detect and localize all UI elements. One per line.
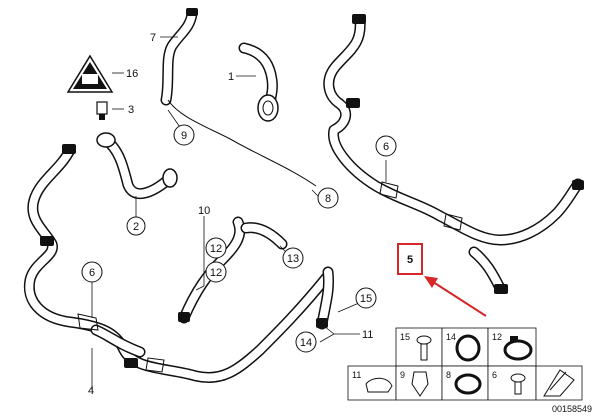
callout-2: 2	[126, 216, 146, 236]
label-16: 16	[126, 68, 138, 80]
highlight-box-5: 5	[397, 243, 423, 275]
diagram-number: 00158549	[552, 404, 592, 414]
expander-9-icon	[411, 371, 429, 397]
legend-label-15: 15	[400, 332, 410, 342]
callout-6-left: 6	[81, 261, 103, 283]
svg-text:12: 12	[210, 243, 222, 255]
svg-text:6: 6	[383, 141, 389, 153]
clamp-12-icon	[503, 336, 533, 361]
callout-6-right: 6	[375, 135, 397, 157]
bolt-15-icon	[416, 335, 432, 361]
label-1: 1	[228, 71, 234, 83]
legend-label-12: 12	[492, 332, 502, 342]
hose-11	[178, 216, 246, 324]
legend-label-6: 6	[492, 370, 497, 380]
hose-2	[96, 132, 178, 200]
leader-lines	[91, 36, 387, 390]
clip-11-icon	[365, 377, 393, 393]
hose-15	[316, 266, 334, 330]
label-3: 3	[128, 104, 134, 116]
callout-15: 15	[355, 287, 377, 309]
svg-text:6: 6	[89, 267, 95, 279]
red-arrow	[424, 276, 487, 317]
legend-label-14: 14	[446, 332, 456, 342]
callout-11b: 12	[205, 261, 227, 283]
hose-1	[238, 42, 279, 122]
callout-8: 8	[317, 187, 339, 209]
legend-label-8: 8	[446, 370, 451, 380]
oring-14-icon	[455, 334, 481, 362]
hose-5	[323, 14, 584, 294]
legend-label-9: 9	[400, 370, 405, 380]
label-4: 4	[88, 385, 94, 397]
svg-text:9: 9	[181, 130, 187, 142]
callout-14: 14	[295, 331, 317, 353]
hose-7	[160, 8, 317, 187]
fastener-arrow-icon	[543, 369, 575, 397]
svg-text:15: 15	[360, 293, 372, 305]
label-13: 11	[362, 329, 373, 341]
svg-text:12: 12	[210, 267, 222, 279]
parts-legend: 15 14 12 11 9 8 6	[347, 327, 583, 401]
hose-4	[23, 144, 332, 383]
svg-text:8: 8	[325, 193, 331, 205]
callout-9: 9	[173, 124, 195, 146]
callout-12: 13	[282, 247, 304, 269]
label-7: 7	[150, 32, 156, 44]
clamp-8-icon	[454, 373, 482, 395]
callout-11: 12	[205, 237, 227, 259]
warning-triangle-16	[66, 54, 114, 93]
screw-6-icon	[510, 373, 526, 395]
legend-label-11: 11	[352, 370, 361, 380]
hose-12	[240, 222, 288, 250]
svg-text:2: 2	[133, 221, 139, 233]
svg-text:14: 14	[300, 337, 312, 349]
sensor-3	[96, 101, 108, 120]
label-10: 10	[198, 205, 210, 217]
svg-text:13: 13	[287, 253, 299, 265]
svg-text:5: 5	[407, 254, 413, 266]
